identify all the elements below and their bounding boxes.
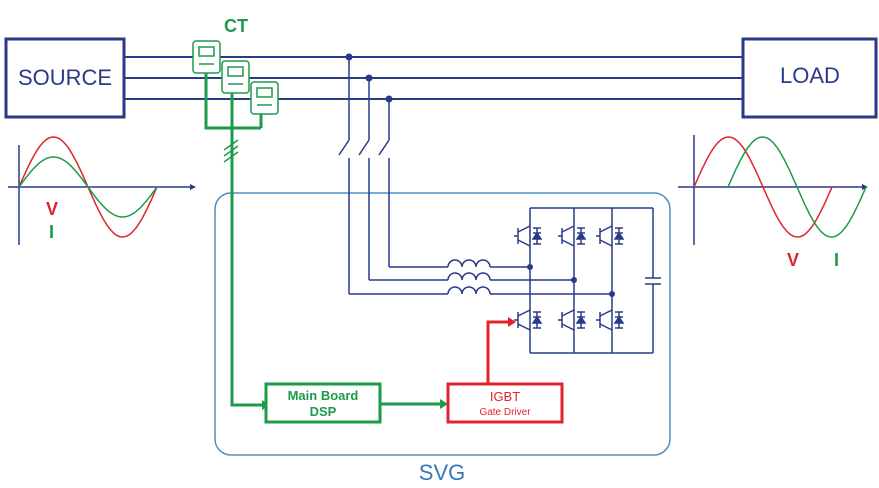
svg-enclosure xyxy=(214,192,671,456)
leg-junctions xyxy=(527,264,615,297)
switch-c xyxy=(378,139,390,156)
igbt-switch-3-part xyxy=(613,231,625,240)
source-waveform-plot: V I xyxy=(8,136,196,245)
source-i-legend: I xyxy=(49,222,54,242)
inductor-b xyxy=(447,272,491,281)
source-box xyxy=(4,37,126,119)
svg-label: SVG xyxy=(419,460,465,485)
igbt-switch-3-part xyxy=(599,239,613,247)
igbt-switch-5-part xyxy=(561,323,575,331)
gate-drive-line xyxy=(486,320,508,384)
igbt-switch-2-part xyxy=(561,225,575,233)
igbt-switch-1-part xyxy=(517,239,531,247)
igbt-switch-6-part xyxy=(613,315,625,324)
igbt-switch-5-part xyxy=(561,309,575,317)
inductor-c xyxy=(447,259,491,268)
load-current-wave xyxy=(727,136,867,238)
igbt-switch-2 xyxy=(558,225,587,247)
igbt-switch-3-part xyxy=(599,225,613,233)
ct-label: CT xyxy=(224,16,248,36)
igbt-switch-6-part xyxy=(599,323,613,331)
main-board-subtitle: DSP xyxy=(310,404,337,419)
load-voltage-wave xyxy=(693,136,833,238)
igbt-switch-4-part xyxy=(531,315,543,324)
load-waveform-plot: V I xyxy=(678,135,868,270)
inductor-a xyxy=(447,286,491,295)
igbt-switch-3 xyxy=(596,225,625,247)
igbt-switch-1-part xyxy=(517,225,531,233)
igbt-switch-5 xyxy=(558,309,587,331)
load-label: LOAD xyxy=(780,63,840,88)
load-i-legend: I xyxy=(834,250,839,270)
ct-signal-wiring xyxy=(204,73,263,407)
igbt-switch-1 xyxy=(514,225,543,247)
igbt-switch-4-part xyxy=(517,323,531,331)
source-label: SOURCE xyxy=(18,65,112,90)
igbt-switch-1-part xyxy=(531,231,543,240)
feeder-lines xyxy=(338,57,612,295)
source-block: SOURCE xyxy=(4,37,126,119)
current-transformers xyxy=(192,40,279,115)
igbt-switch-6-part xyxy=(599,309,613,317)
switch-b xyxy=(358,139,370,156)
leg-junction-1 xyxy=(527,264,533,270)
gate-driver-subtitle: Gate Driver xyxy=(479,407,531,418)
load-block: LOAD xyxy=(741,37,878,119)
igbt-switch-4 xyxy=(514,309,543,331)
ct-sensor-a xyxy=(192,40,221,74)
load-box xyxy=(741,37,878,119)
leg-junction-2 xyxy=(571,277,577,283)
load-v-legend: V xyxy=(787,250,799,270)
arrow-to-gate-driver xyxy=(440,399,448,409)
ct-sensor-b xyxy=(221,60,250,94)
igbt-switch-group xyxy=(514,225,625,331)
igbt-switch-4-part xyxy=(517,309,531,317)
igbt-switch-6 xyxy=(596,309,625,331)
source-v-legend: V xyxy=(46,199,58,219)
igbt-switch-5-part xyxy=(575,315,587,324)
bus-hatch xyxy=(223,139,239,163)
igbt-switch-2-part xyxy=(561,239,575,247)
source-wave-x-arrow xyxy=(190,184,196,190)
leg-junction-3 xyxy=(609,291,615,297)
gate-driver-box xyxy=(446,382,564,424)
arrow-to-igbt xyxy=(508,317,516,327)
gate-driver-block: IGBT Gate Driver xyxy=(446,382,564,424)
igbt-switch-2-part xyxy=(575,231,587,240)
main-board-block: Main Board DSP xyxy=(264,382,382,424)
ct-sensor-c xyxy=(250,81,279,115)
main-board-title: Main Board xyxy=(288,388,359,403)
gate-driver-title: IGBT xyxy=(490,389,520,404)
source-current-wave xyxy=(18,156,158,218)
switch-a xyxy=(338,139,350,156)
filter-inductors xyxy=(447,259,491,295)
load-wave-x-arrow xyxy=(862,184,868,190)
